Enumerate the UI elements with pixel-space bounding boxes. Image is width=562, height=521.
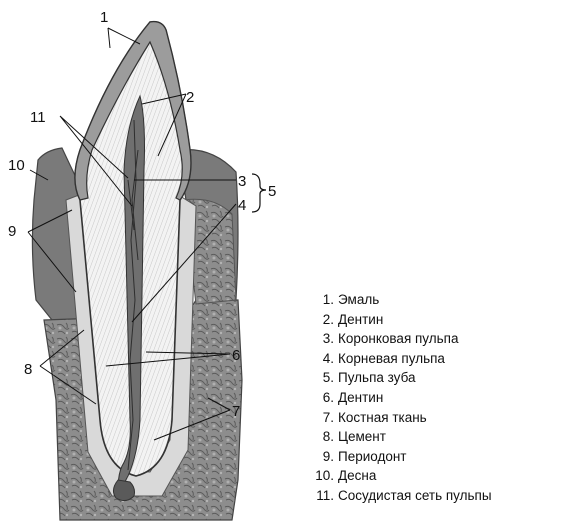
callout-9: 9 <box>8 223 16 240</box>
legend-item: 8.Цемент <box>312 427 492 447</box>
callout-5: 5 <box>268 183 276 200</box>
legend-item: 4.Корневая пульпа <box>312 349 492 369</box>
pulp-brace <box>252 174 266 212</box>
callout-1: 1 <box>100 9 108 26</box>
legend-item: 6.Дентин <box>312 388 492 408</box>
legend-item: 5.Пульпа зуба <box>312 368 492 388</box>
legend-item: 7.Костная ткань <box>312 408 492 428</box>
callout-8: 8 <box>24 361 32 378</box>
callout-3: 3 <box>238 173 246 190</box>
legend-item: 9.Периодонт <box>312 447 492 467</box>
legend-item: 3.Коронковая пульпа <box>312 329 492 349</box>
legend-item: 1.Эмаль <box>312 290 492 310</box>
root-apex <box>113 480 134 501</box>
legend-item: 11.Сосудистая сеть пульпы <box>312 486 492 506</box>
legend-item: 2.Дентин <box>312 310 492 330</box>
tooth-section-illustration: 1 2 11 10 3 5 4 9 6 8 7 <box>0 0 312 521</box>
callout-6: 6 <box>232 347 240 364</box>
callout-2: 2 <box>186 89 194 106</box>
callout-11: 11 <box>30 109 46 126</box>
callout-7: 7 <box>232 403 240 420</box>
legend-list: 1.Эмаль 2.Дентин 3.Коронковая пульпа 4.К… <box>312 290 492 506</box>
callout-10: 10 <box>8 157 25 174</box>
legend-item: 10.Десна <box>312 466 492 486</box>
callout-4: 4 <box>238 197 246 214</box>
